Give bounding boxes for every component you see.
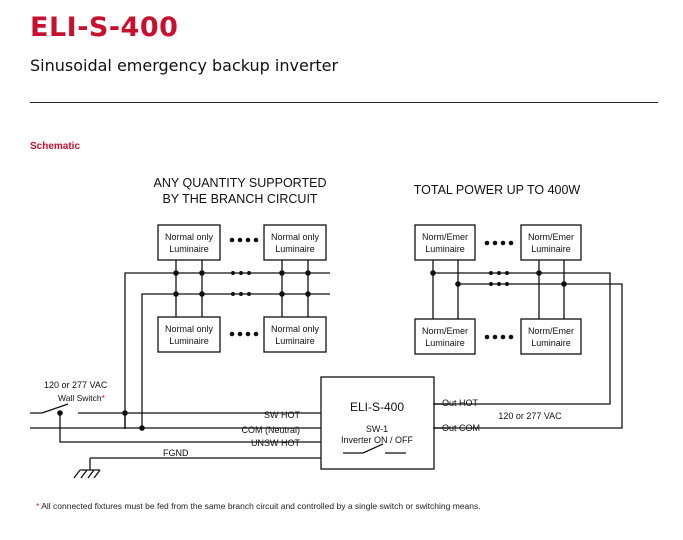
inverter-switch-icon bbox=[343, 443, 406, 454]
emer-luminaire-box-top-right bbox=[520, 224, 582, 261]
normal-box-label: Normal only bbox=[165, 324, 214, 334]
emer-box-label: Norm/Emer bbox=[422, 326, 468, 336]
left-heading-line1: ANY QUANTITY SUPPORTED bbox=[154, 176, 327, 190]
emer-box-label: Luminaire bbox=[531, 244, 571, 254]
normal-box-label: Luminaire bbox=[169, 244, 209, 254]
emer-luminaire-box-top-left bbox=[414, 224, 476, 261]
section-label: Schematic bbox=[30, 141, 81, 152]
bus-out-hot bbox=[432, 260, 611, 405]
emer-box-label: Luminaire bbox=[425, 244, 465, 254]
bus-neutral bbox=[141, 293, 330, 426]
emer-box-label: Norm/Emer bbox=[528, 232, 574, 242]
wiring-schematic: ANY QUANTITY SUPPORTED BY THE BRANCH CIR… bbox=[30, 176, 623, 479]
out-hot-label: Out HOT bbox=[442, 398, 479, 408]
emer-box-label: Norm/Emer bbox=[422, 232, 468, 242]
left-heading-line2: BY THE BRANCH CIRCUIT bbox=[162, 192, 317, 206]
unsw-hot-label: UNSW HOT bbox=[251, 438, 300, 448]
footnote-text: All connected fixtures must be fed from … bbox=[39, 501, 481, 511]
wall-switch-icon bbox=[41, 403, 69, 414]
product-title: ELI-S-400 bbox=[30, 12, 179, 43]
emer-luminaire-box-bottom-left bbox=[414, 318, 476, 355]
normal-box-label: Luminaire bbox=[275, 244, 315, 254]
emer-box-label: Luminaire bbox=[425, 338, 465, 348]
bus-hot-switched bbox=[124, 272, 330, 429]
normal-box-label: Luminaire bbox=[169, 336, 209, 346]
normal-box-label: Normal only bbox=[271, 324, 320, 334]
normal-luminaire-box-bottom-left bbox=[157, 316, 221, 353]
emer-luminaire-box-bottom-right bbox=[520, 318, 582, 355]
wall-switch-label: Wall Switch* bbox=[58, 393, 106, 403]
ground-icon bbox=[73, 458, 101, 479]
normal-box-label: Luminaire bbox=[275, 336, 315, 346]
out-com-label: Out COM bbox=[442, 423, 480, 433]
sw1-label: SW-1 bbox=[366, 424, 388, 434]
emer-box-label: Luminaire bbox=[531, 338, 571, 348]
supply-voltage-label: 120 or 277 VAC bbox=[44, 380, 108, 390]
normal-luminaire-box-top-right bbox=[263, 224, 327, 261]
inverter-switch-label: Inverter ON / OFF bbox=[341, 435, 414, 445]
fgnd-label: FGND bbox=[163, 448, 189, 458]
com-neutral-label: COM (Neutral) bbox=[241, 425, 300, 435]
normal-box-label: Normal only bbox=[165, 232, 214, 242]
header-divider bbox=[30, 102, 658, 103]
sw-hot-label: SW HOT bbox=[264, 410, 300, 420]
inverter-box bbox=[320, 376, 435, 470]
emer-box-label: Norm/Emer bbox=[528, 326, 574, 336]
bus-out-com bbox=[433, 260, 623, 429]
footnote-marker: * bbox=[36, 501, 40, 511]
normal-luminaire-box-top-left bbox=[157, 224, 221, 261]
wire-unsw-hot bbox=[59, 413, 321, 443]
output-voltage-label: 120 or 277 VAC bbox=[498, 411, 562, 421]
footnote: * All connected fixtures must be fed fro… bbox=[36, 501, 481, 511]
right-heading: TOTAL POWER UP TO 400W bbox=[414, 183, 581, 197]
normal-box-label: Normal only bbox=[271, 232, 320, 242]
product-subtitle: Sinusoidal emergency backup inverter bbox=[30, 56, 339, 75]
inverter-name: ELI-S-400 bbox=[350, 400, 404, 414]
normal-luminaire-box-bottom-right bbox=[263, 316, 327, 353]
